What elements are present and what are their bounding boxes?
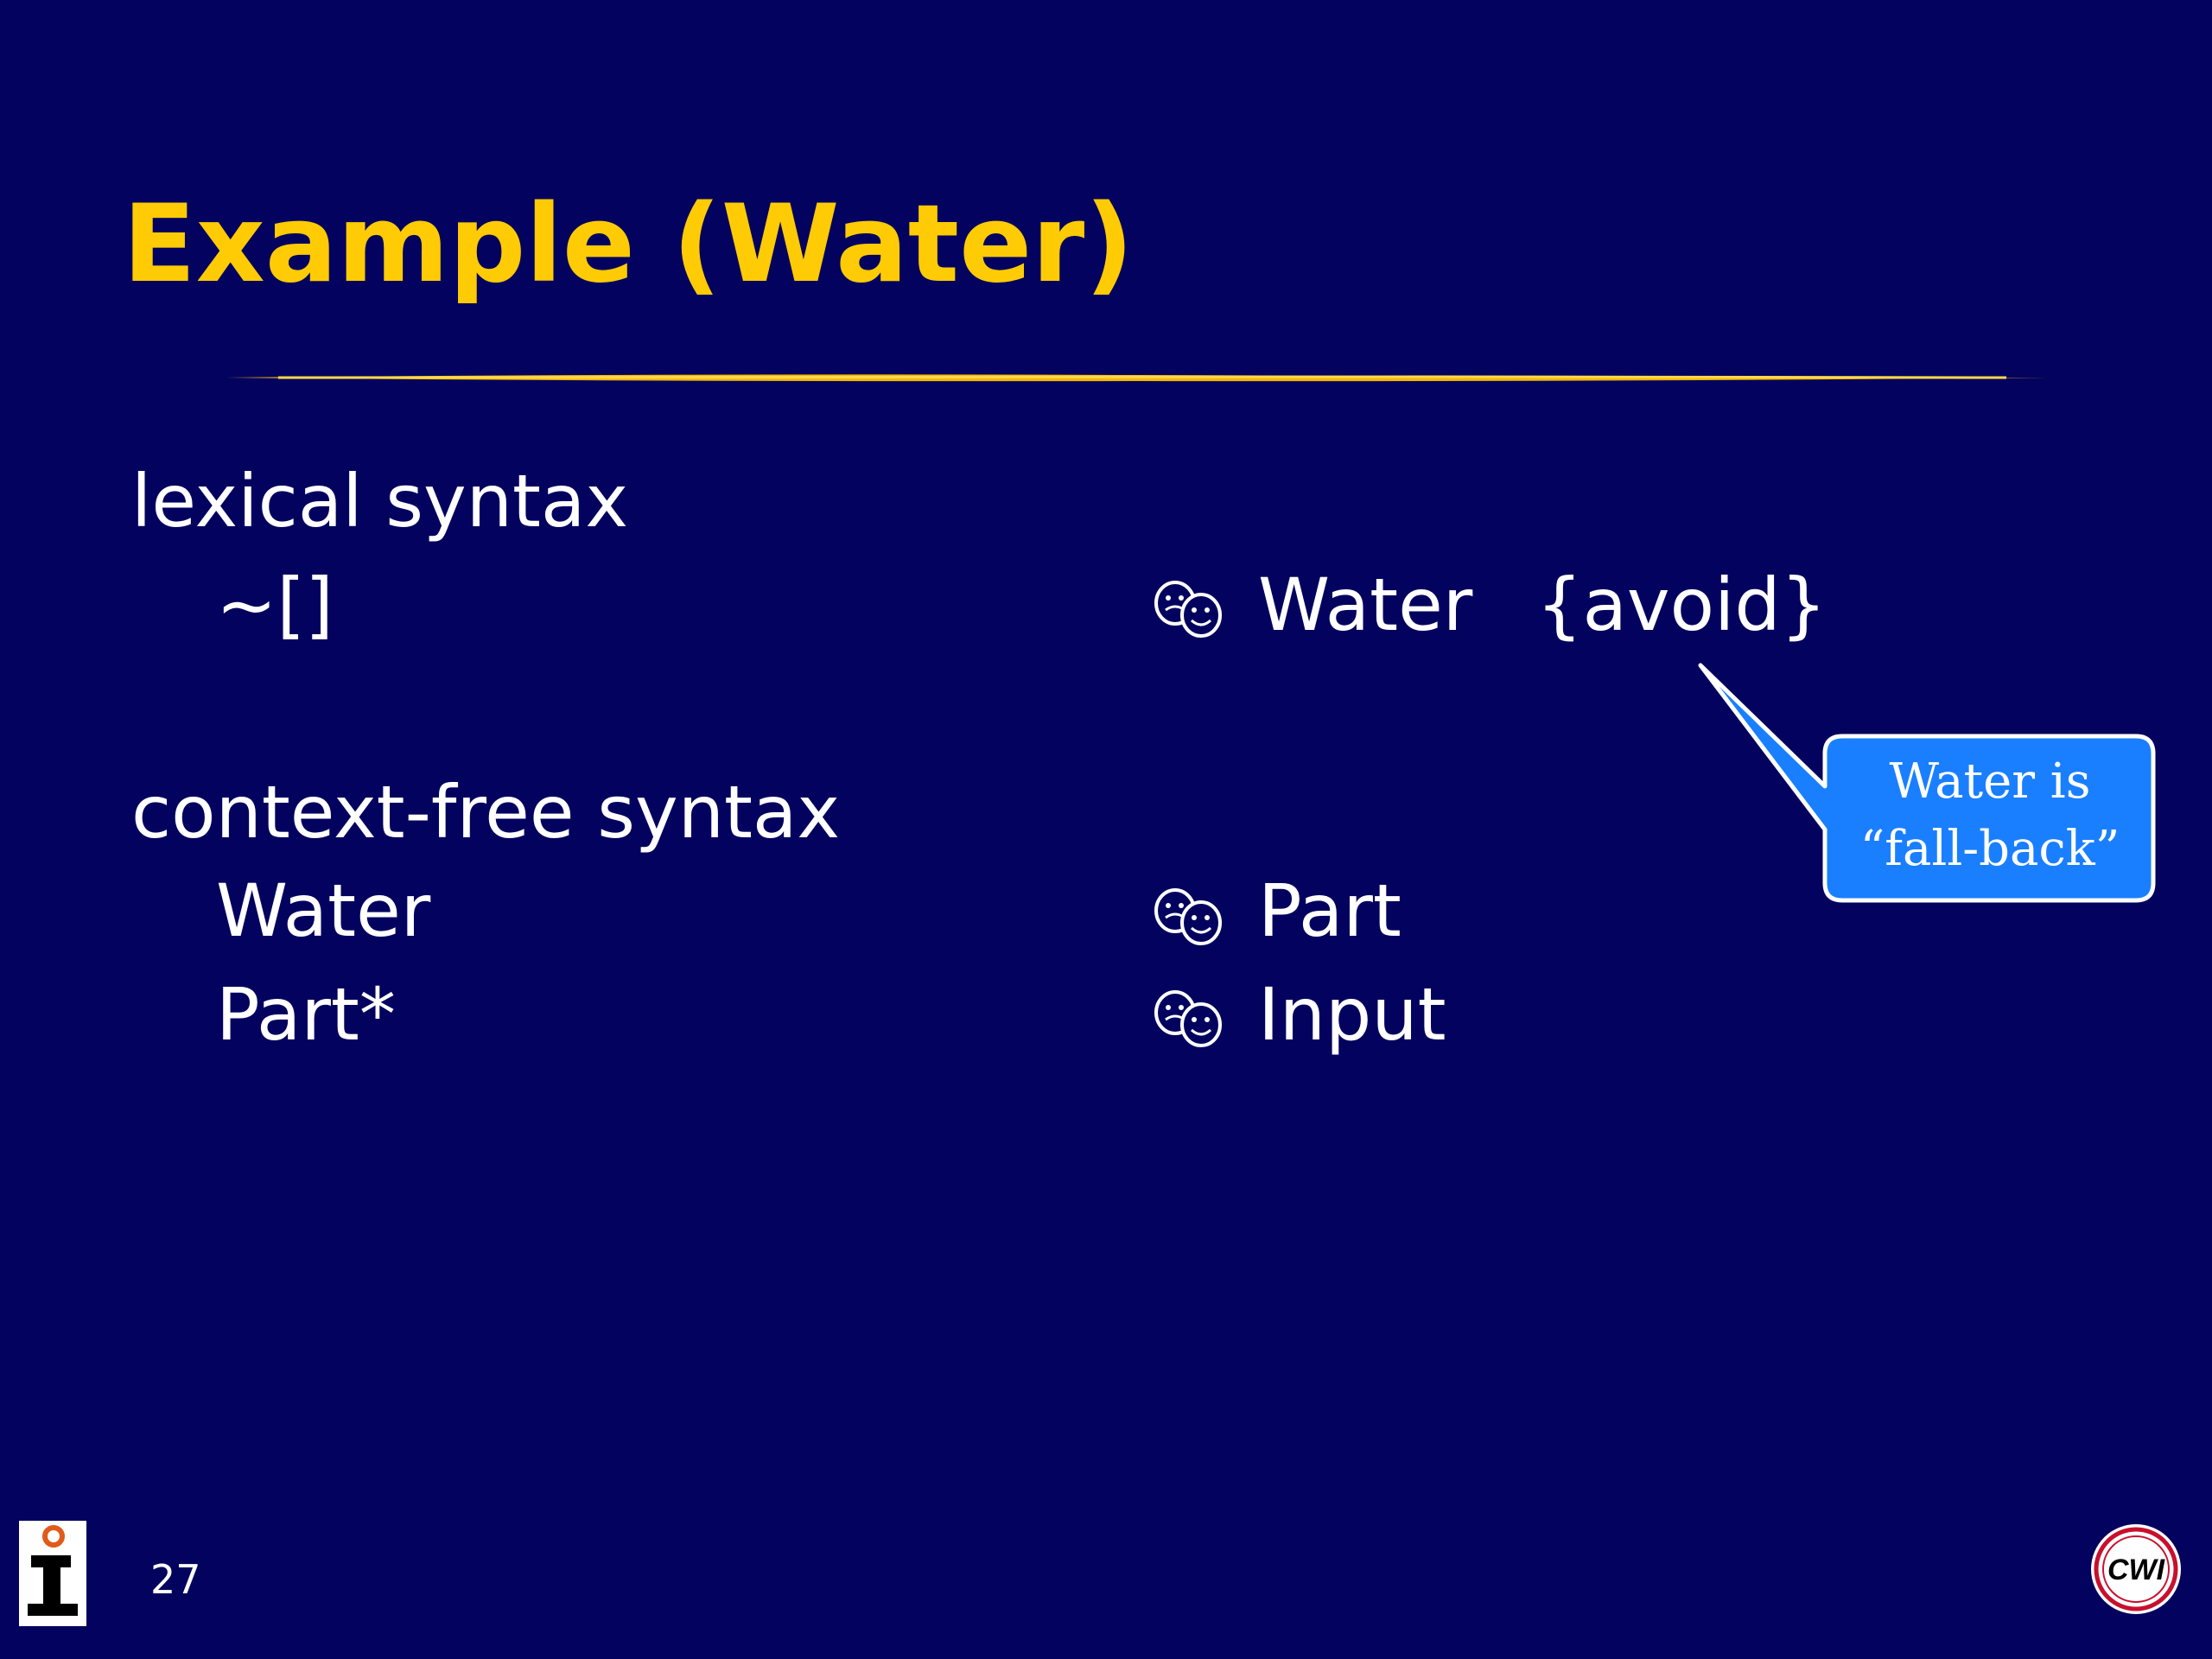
callout-text: Water is “fall-back” bbox=[1830, 748, 2150, 883]
lexical-syntax-heading: lexical syntax bbox=[131, 459, 629, 543]
theater-masks-icon bbox=[1154, 581, 1222, 638]
page-number: 27 bbox=[150, 1556, 201, 1603]
slide-title: Example (Water) bbox=[123, 182, 1135, 307]
lexical-rule-lhs: ~[] bbox=[216, 563, 334, 647]
institute-logo bbox=[19, 1521, 86, 1626]
callout-line-2: “fall-back” bbox=[1859, 821, 2120, 877]
callout-line-1: Water is bbox=[1889, 753, 2091, 810]
context-free-syntax-heading: context-free syntax bbox=[131, 770, 841, 855]
title-underline bbox=[226, 374, 2048, 382]
cf-rule-2-lhs: Part* bbox=[216, 972, 396, 1057]
cwi-logo: CWI bbox=[2091, 1524, 2181, 1614]
theater-masks-icon bbox=[1154, 990, 1222, 1047]
theater-masks-icon bbox=[1154, 888, 1222, 945]
cf-rule-2-result: Input bbox=[1258, 972, 1446, 1057]
cf-rule-1-lhs: Water bbox=[216, 868, 431, 953]
cwi-logo-text: CWI bbox=[2107, 1554, 2166, 1586]
lexical-result-sort: Water bbox=[1258, 563, 1473, 647]
cf-rule-1-result: Part bbox=[1258, 868, 1402, 953]
callout-bubble bbox=[1698, 663, 2156, 903]
avoid-attribute: {avoid} bbox=[1536, 563, 1827, 647]
